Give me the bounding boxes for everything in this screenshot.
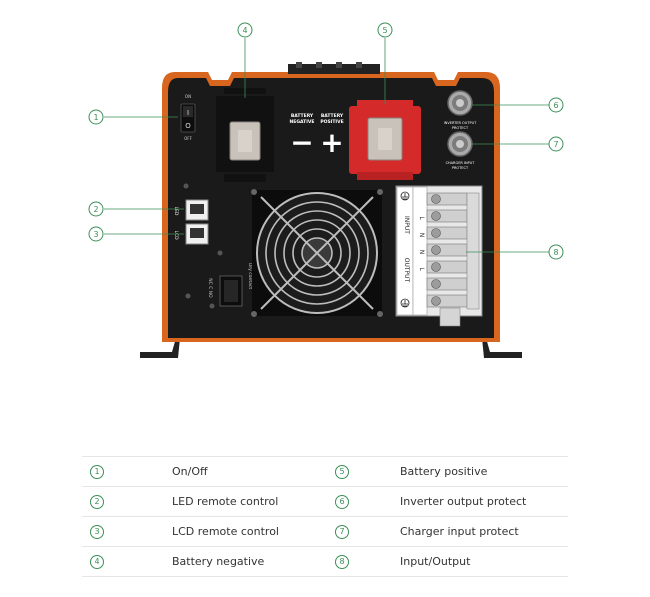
svg-text:3: 3 <box>93 230 98 239</box>
callout-5: 5 <box>377 22 393 38</box>
legend-num: 3 <box>90 525 104 539</box>
mount-foot-right <box>482 338 522 358</box>
mount-foot-left <box>140 338 180 358</box>
callout-2: 2 <box>88 201 104 217</box>
on-off-switch[interactable]: ON I O OFF <box>180 94 196 141</box>
svg-text:8: 8 <box>553 248 558 257</box>
svg-text:4: 4 <box>242 26 247 35</box>
legend-label: LCD remote control <box>172 525 279 538</box>
legend-num: 1 <box>90 465 104 479</box>
terminal-input-label: INPUT <box>403 216 410 234</box>
inverter-protect-label-1: INVERTER OUTPUT <box>444 121 477 125</box>
inverter-diagram: ON I O OFF BATTERY NEGATIVE BATTERY POSI… <box>88 22 564 358</box>
switch-mark-on: I <box>187 109 189 117</box>
led-port-label: LED <box>173 207 179 216</box>
switch-mark-off: O <box>185 122 191 130</box>
charger-input-protect-breaker[interactable] <box>447 131 473 157</box>
legend-num: 7 <box>335 525 349 539</box>
legend-row: 4 Battery negative 8 Input/Output <box>82 547 568 577</box>
terminal-letter-2: N <box>418 233 425 238</box>
battery-negative-terminal[interactable] <box>216 88 274 182</box>
svg-text:2: 2 <box>93 205 98 214</box>
io-terminal-block[interactable] <box>395 185 483 327</box>
callout-8: 8 <box>548 244 564 260</box>
legend-num: 8 <box>335 555 349 569</box>
legend-label: Charger input protect <box>400 525 519 538</box>
top-vents <box>288 64 380 74</box>
callout-leaders <box>104 38 549 253</box>
legend-row: 2 LED remote control 6 Inverter output p… <box>82 487 568 517</box>
legend-row: 3 LCD remote control 7 Charger input pro… <box>82 517 568 547</box>
inverter-protect-label-2: PROTECT <box>452 126 469 130</box>
led-port[interactable] <box>185 199 209 221</box>
battery-negative-label-1: BATTERY <box>291 113 314 119</box>
legend-label: On/Off <box>172 465 208 478</box>
callout-7: 7 <box>548 136 564 152</box>
callout-1: 1 <box>88 109 104 125</box>
battery-positive-label-1: BATTERY <box>321 113 344 119</box>
charger-protect-label-1: CHARGER INPUT <box>446 161 476 165</box>
legend-num: 5 <box>335 465 349 479</box>
legend-row: 1 On/Off 5 Battery positive <box>82 456 568 487</box>
switch-on-label: ON <box>185 94 191 99</box>
svg-text:5: 5 <box>382 26 387 35</box>
battery-positive-terminal[interactable] <box>349 100 421 180</box>
lcd-port-label: LCD <box>173 230 179 240</box>
ground-icon <box>400 191 410 308</box>
callout-6: 6 <box>548 97 564 113</box>
legend-num: 4 <box>90 555 104 569</box>
lcd-port[interactable] <box>185 223 209 245</box>
terminal-letter-3: N <box>418 250 425 255</box>
minus-sign: − <box>290 126 313 159</box>
switch-off-label: OFF <box>184 136 192 141</box>
svg-text:7: 7 <box>553 140 558 149</box>
cooling-fan <box>251 189 383 317</box>
terminal-letter-1: L <box>418 216 425 220</box>
battery-negative-label-2: NEGATIVE <box>290 119 315 125</box>
legend-label: Battery negative <box>172 555 265 568</box>
legend-label: Battery positive <box>400 465 488 478</box>
plus-sign: + <box>320 126 343 159</box>
callout-4: 4 <box>237 22 253 38</box>
svg-text:6: 6 <box>553 101 558 110</box>
nc-no-label: NC C NO <box>207 278 213 298</box>
dry-contact-connector[interactable] <box>219 275 243 307</box>
svg-text:1: 1 <box>93 113 98 122</box>
battery-positive-label-2: POSITIVE <box>320 119 343 125</box>
terminal-letter-4: L <box>418 267 425 271</box>
terminal-output-label: OUTPUT <box>403 258 410 283</box>
callout-3: 3 <box>88 226 104 242</box>
legend-label: LED remote control <box>172 495 279 508</box>
legend-num: 6 <box>335 495 349 509</box>
legend-label: Inverter output protect <box>400 495 527 508</box>
legend-label: Input/Output <box>400 555 471 568</box>
inverter-output-protect-breaker[interactable] <box>447 90 473 116</box>
charger-protect-label-2: PROTECT <box>452 166 469 170</box>
legend-num: 2 <box>90 495 104 509</box>
dry-contact-label: Dry contact <box>247 263 253 289</box>
legend-table: 1 On/Off 5 Battery positive 2 LED remote… <box>82 456 568 577</box>
